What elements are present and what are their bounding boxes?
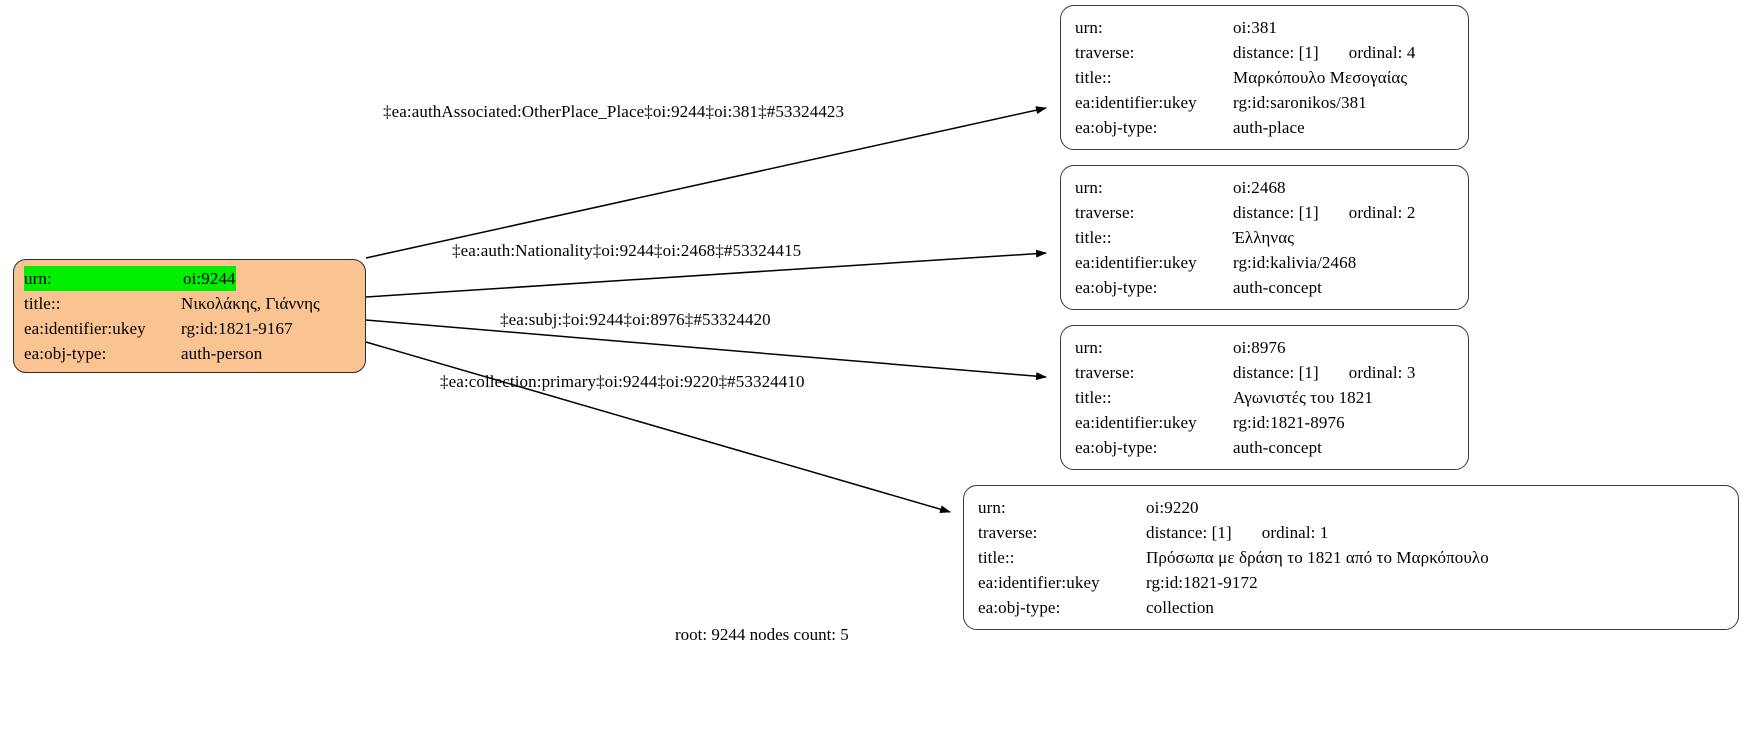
node-oi2468[interactable]: urn: oi:2468 traverse: distance: [1] ordi… <box>1060 165 1469 310</box>
node-row: ea:obj-type: auth-person <box>24 341 355 366</box>
node-row: urn: oi:381 <box>1075 15 1454 40</box>
node-row: ea:identifier:ukey rg:id:1821-9167 <box>24 316 355 341</box>
row-key: traverse: <box>1075 363 1135 382</box>
node-root-oi9244[interactable]: urn: oi:9244 title:: Νικολάκης, Γιάννης … <box>13 259 366 373</box>
node-row: title:: Αγωνιστές του 1821 <box>1075 385 1454 410</box>
node-row: title:: Μαρκόπουλο Μεσογαίας <box>1075 65 1454 90</box>
row-key: traverse: <box>1075 203 1135 222</box>
row-key: traverse: <box>1075 43 1135 62</box>
row-key: ea:obj-type: <box>978 598 1061 617</box>
row-key: ea:obj-type: <box>1075 118 1158 137</box>
row-key: title:: <box>1075 228 1112 247</box>
row-value: auth-concept <box>1233 438 1322 457</box>
node-row: traverse: distance: [1] ordinal: 3 <box>1075 360 1454 385</box>
row-value: collection <box>1146 598 1215 617</box>
node-row: ea:obj-type: collection <box>978 595 1724 620</box>
node-row: traverse: distance: [1] ordinal: 2 <box>1075 200 1454 225</box>
node-oi9220[interactable]: urn: oi:9220 traverse: distance: [1] ordi… <box>963 485 1739 630</box>
row-value: distance: [1] <box>1233 43 1319 62</box>
row-key: urn: <box>978 498 1006 517</box>
row-value: auth-person <box>181 344 263 363</box>
node-row: ea:obj-type: auth-concept <box>1075 435 1454 460</box>
row-key: urn: <box>1075 178 1103 197</box>
node-row: title:: Νικολάκης, Γιάννης <box>24 291 355 316</box>
row-key: title:: <box>978 548 1015 567</box>
edge-line-4 <box>365 341 951 514</box>
row-value: distance: [1] <box>1233 203 1319 222</box>
row-value: Έλληνας <box>1233 228 1295 247</box>
row-value: auth-place <box>1233 118 1305 137</box>
node-row: title:: Πρόσωπα με δράση το 1821 από το … <box>978 545 1724 570</box>
row-value: rg:id:1821-9172 <box>1146 573 1258 592</box>
row-value: distance: [1] <box>1233 363 1319 382</box>
row-value: oi:9244 <box>183 266 236 291</box>
row-value-ordinal: ordinal: 1 <box>1261 523 1329 542</box>
edge-label-auth-nationality: ‡ea:auth:Nationality‡oi:9244‡oi:2468‡#53… <box>452 241 802 260</box>
row-key: ea:identifier:ukey <box>978 573 1100 592</box>
row-key: urn: <box>1075 18 1103 37</box>
row-value: auth-concept <box>1233 278 1322 297</box>
row-value: Νικολάκης, Γιάννης <box>181 294 320 313</box>
row-key: ea:obj-type: <box>1075 278 1158 297</box>
row-value: rg:id:1821-9167 <box>181 319 293 338</box>
row-key: ea:identifier:ukey <box>24 319 146 338</box>
row-key: ea:identifier:ukey <box>1075 413 1197 432</box>
node-oi8976[interactable]: urn: oi:8976 traverse: distance: [1] ordi… <box>1060 325 1469 470</box>
node-row: urn: oi:9220 <box>978 495 1724 520</box>
row-key: title:: <box>1075 388 1112 407</box>
row-value-ordinal: ordinal: 3 <box>1348 363 1416 382</box>
node-oi381[interactable]: urn: oi:381 traverse: distance: [1] ordin… <box>1060 5 1469 150</box>
row-value: distance: [1] <box>1146 523 1232 542</box>
node-row: urn: oi:2468 <box>1075 175 1454 200</box>
edge-label-collection-primary: ‡ea:collection:primary‡oi:9244‡oi:9220‡#… <box>440 372 805 391</box>
row-value-ordinal: ordinal: 2 <box>1348 203 1416 222</box>
row-value: oi:2468 <box>1233 178 1286 197</box>
node-row: traverse: distance: [1] ordinal: 4 <box>1075 40 1454 65</box>
row-key: ea:identifier:ukey <box>1075 253 1197 272</box>
row-value: rg:id:1821-8976 <box>1233 413 1345 432</box>
node-row: title:: Έλληνας <box>1075 225 1454 250</box>
row-key: ea:identifier:ukey <box>1075 93 1197 112</box>
row-value: oi:381 <box>1233 18 1278 37</box>
node-row: ea:identifier:ukey rg:id:1821-9172 <box>978 570 1724 595</box>
row-key: ea:obj-type: <box>1075 438 1158 457</box>
node-row: ea:identifier:ukey rg:id:saronikos/381 <box>1075 90 1454 115</box>
graph-caption: root: 9244 nodes count: 5 <box>675 625 849 644</box>
node-row: urn: oi:9244 <box>24 266 355 291</box>
node-row: ea:obj-type: auth-place <box>1075 115 1454 140</box>
row-value: Μαρκόπουλο Μεσογαίας <box>1233 68 1408 87</box>
node-row: ea:obj-type: auth-concept <box>1075 275 1454 300</box>
row-value-ordinal: ordinal: 4 <box>1348 43 1416 62</box>
row-value: Αγωνιστές του 1821 <box>1233 388 1373 407</box>
node-row: ea:identifier:ukey rg:id:kalivia/2468 <box>1075 250 1454 275</box>
node-row: ea:identifier:ukey rg:id:1821-8976 <box>1075 410 1454 435</box>
row-key: ea:obj-type: <box>24 344 107 363</box>
row-key: urn: <box>1075 338 1103 357</box>
row-value: rg:id:saronikos/381 <box>1233 93 1367 112</box>
node-row: urn: oi:8976 <box>1075 335 1454 360</box>
edge-label-subj: ‡ea:subj:‡oi:9244‡oi:8976‡#53324420 <box>500 310 771 329</box>
row-key: title:: <box>24 294 61 313</box>
row-key: title:: <box>1075 68 1112 87</box>
row-key: urn: <box>24 266 183 291</box>
row-value: Πρόσωπα με δράση το 1821 από το Μαρκόπου… <box>1146 548 1489 567</box>
edge-line-1 <box>365 106 1047 259</box>
node-row: traverse: distance: [1] ordinal: 1 <box>978 520 1724 545</box>
row-value: oi:8976 <box>1233 338 1286 357</box>
row-value: oi:9220 <box>1146 498 1199 517</box>
row-value: rg:id:kalivia/2468 <box>1233 253 1357 272</box>
row-key: traverse: <box>978 523 1038 542</box>
edge-label-authassociated-otherplace: ‡ea:authAssociated:OtherPlace_Place‡oi:9… <box>383 102 845 121</box>
